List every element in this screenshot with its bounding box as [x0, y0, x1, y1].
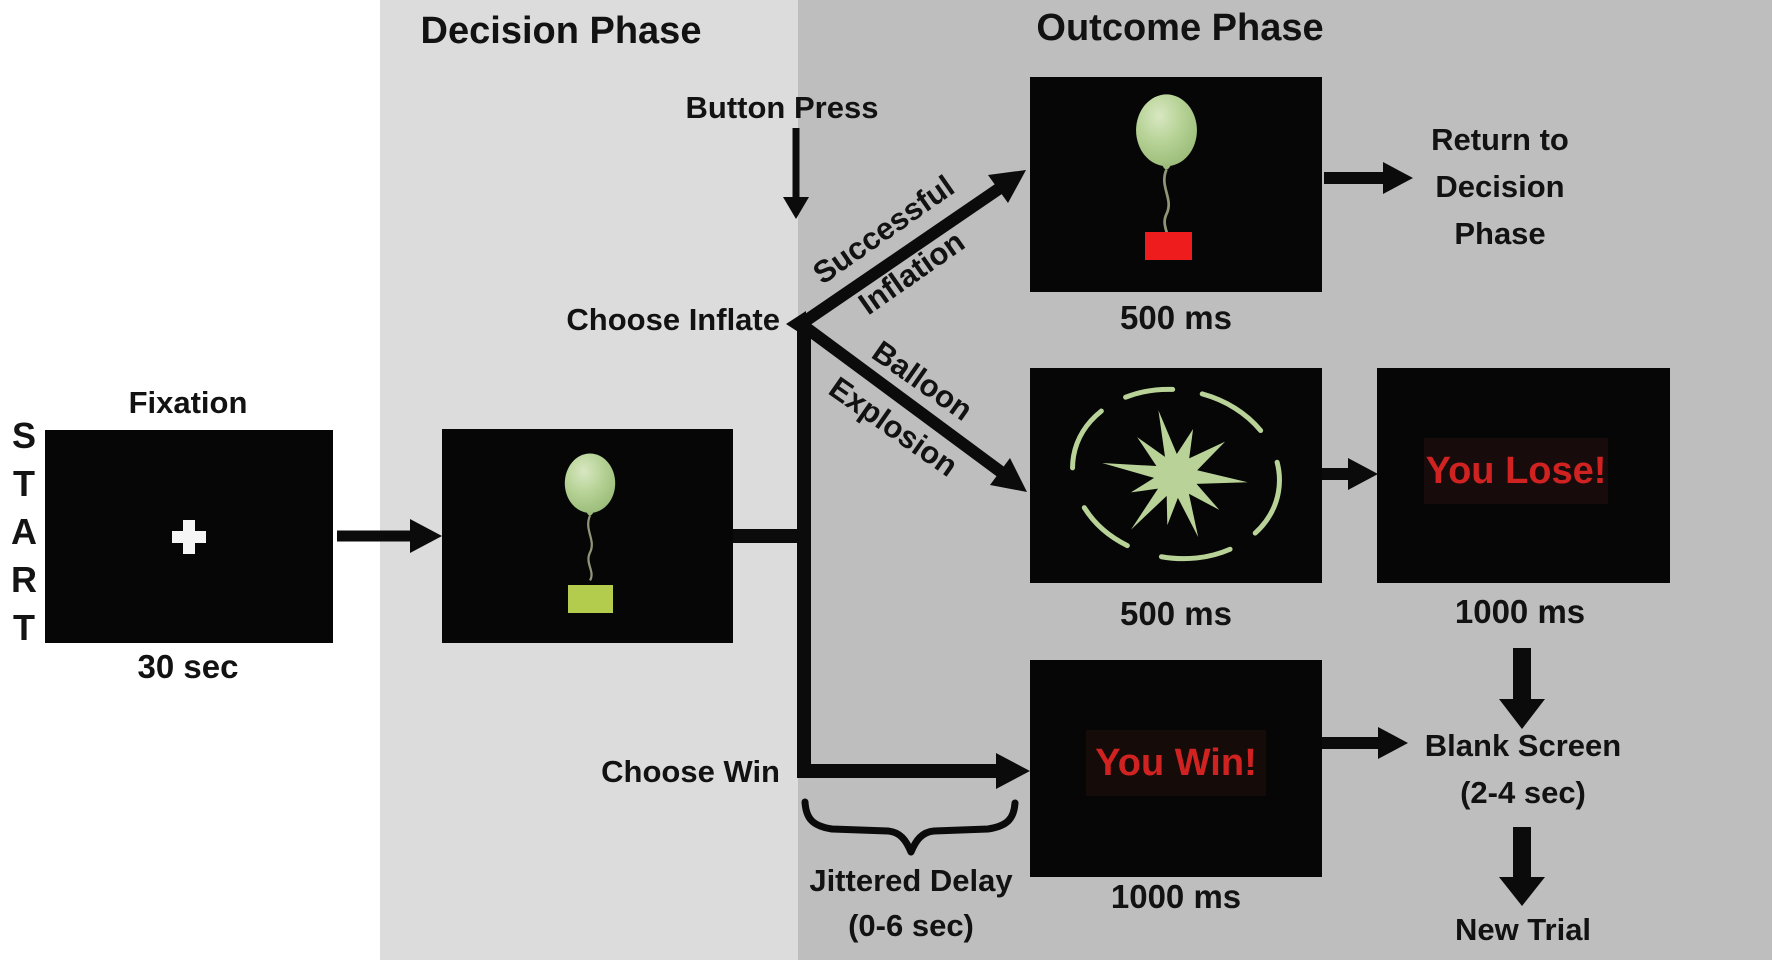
- balloon-icon: [564, 453, 616, 581]
- you-win-text: You Win!: [1095, 741, 1257, 784]
- choose-inflate-label: Choose Inflate: [566, 302, 780, 337]
- balloon-icon: [1136, 94, 1197, 249]
- blank-screen-range: (2-4 sec): [1460, 775, 1586, 810]
- you-lose-text: You Lose!: [1425, 449, 1607, 492]
- choose-win-label: Choose Win: [601, 754, 780, 789]
- win-text-patch: You Win!: [1086, 730, 1266, 796]
- fixation-label: Fixation: [128, 385, 248, 420]
- collect-rect: [1145, 232, 1192, 260]
- return-to-decision-label: Return to Decision Phase: [1431, 122, 1569, 251]
- lose-duration: 1000 ms: [1454, 593, 1586, 630]
- explosion-outcome-screen: [1030, 368, 1322, 583]
- outcome-phase-title: Outcome Phase: [1036, 7, 1324, 49]
- start-label: S T A R T: [11, 415, 37, 648]
- you-lose-screen: You Lose!: [1377, 368, 1670, 583]
- inflation-outcome-screen: [1030, 77, 1322, 292]
- blank-screen-label: Blank Screen: [1424, 728, 1622, 763]
- inflation-duration: 500 ms: [1120, 299, 1232, 336]
- explosion-duration: 500 ms: [1120, 595, 1232, 632]
- you-win-screen: You Win!: [1030, 660, 1322, 877]
- explosion-icon: [1070, 386, 1282, 562]
- fixation-duration: 30 sec: [137, 648, 239, 685]
- decision-balloon-screen: [442, 429, 733, 643]
- new-trial-label: New Trial: [1454, 912, 1592, 947]
- fixation-cross-icon: [172, 520, 206, 554]
- button-press-label: Button Press: [685, 90, 879, 125]
- jittered-delay-label: Jittered Delay: [809, 863, 1013, 898]
- fixation-screen: [45, 430, 333, 643]
- jittered-delay-range: (0-6 sec): [848, 908, 974, 943]
- win-duration: 1000 ms: [1110, 878, 1242, 915]
- lose-text-patch: You Lose!: [1424, 438, 1608, 504]
- inflate-pump-rect: [568, 585, 613, 613]
- decision-phase-title: Decision Phase: [420, 10, 702, 52]
